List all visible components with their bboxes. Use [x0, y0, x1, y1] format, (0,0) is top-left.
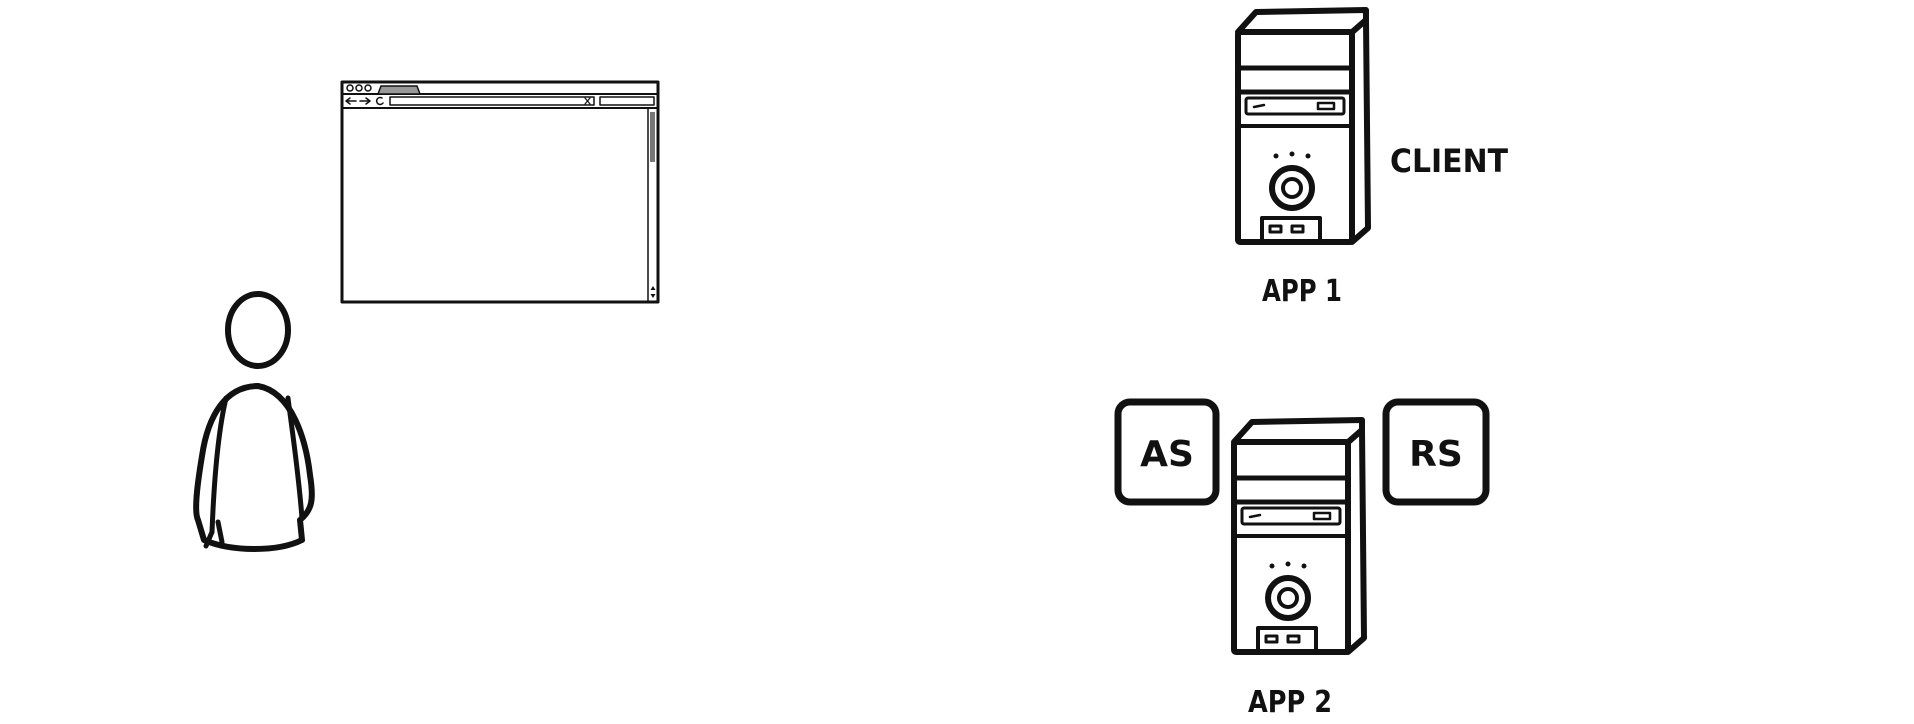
as-box-label: AS [1140, 434, 1194, 475]
rs-box-label: RS [1409, 434, 1463, 475]
app1-label: APP 1 [1262, 274, 1342, 309]
app1-server-icon [1238, 10, 1368, 242]
client-label: CLIENT [1390, 142, 1508, 180]
person-icon [193, 291, 315, 552]
authorization-server-box: AS [1114, 398, 1220, 506]
app2-server-icon [1234, 420, 1364, 652]
app2-label: APP 2 [1248, 685, 1332, 720]
browser-window-icon [340, 80, 660, 304]
resource-server-box: RS [1382, 398, 1490, 506]
